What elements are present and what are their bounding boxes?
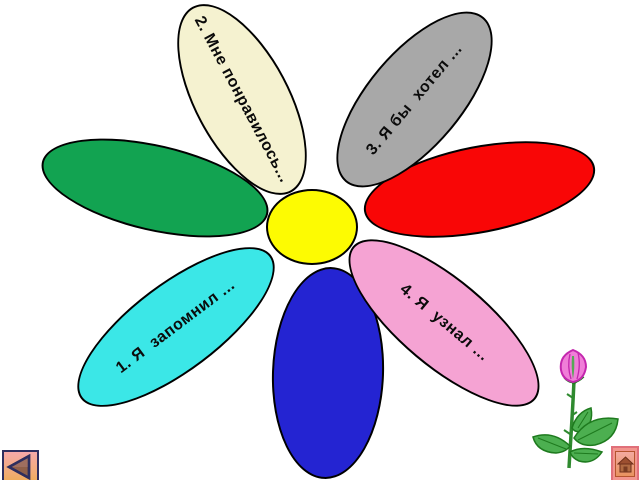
back-button[interactable] <box>2 450 39 480</box>
rose-flower-image <box>532 348 619 469</box>
petal-label: 3. Я бы хотел ... <box>362 40 466 159</box>
home-button-inner <box>615 451 635 477</box>
petal-label: 1. Я запомнил ... <box>113 276 239 377</box>
home-button[interactable] <box>611 446 639 480</box>
home-icon <box>616 455 634 472</box>
left-triangle-icon <box>6 453 31 480</box>
flower-center <box>266 189 358 265</box>
petal-remembered: 1. Я запомнил ... <box>54 220 298 434</box>
petal-label: 4. Я узнал ... <box>396 280 493 365</box>
